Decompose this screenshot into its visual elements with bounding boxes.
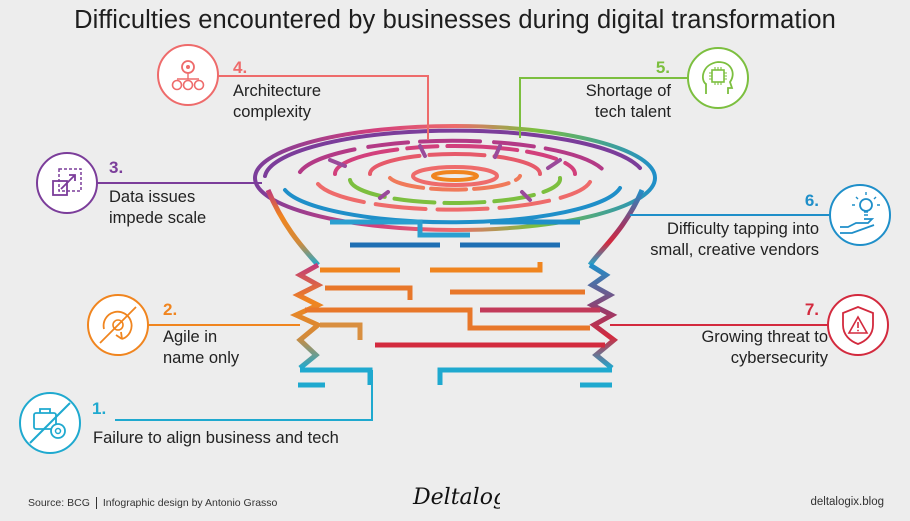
maze-rings xyxy=(253,124,657,232)
connector-1 xyxy=(115,370,373,421)
item-7-number: 7. xyxy=(804,300,819,319)
item-5-label-line2: tech talent xyxy=(594,103,671,121)
item-3-label-line2: impede scale xyxy=(109,209,207,227)
item-4-label-line2: complexity xyxy=(233,103,311,121)
logo-text: DeltalogiX xyxy=(412,485,500,510)
scale-arrow-icon xyxy=(36,152,98,214)
page-title: Difficulties encountered by businesses d… xyxy=(74,6,836,34)
head-chip-icon xyxy=(687,47,749,109)
footer-separator xyxy=(95,497,97,510)
item-3-number: 3. xyxy=(109,158,124,177)
item-5-number: 5. xyxy=(655,58,670,77)
item-1-number: 1. xyxy=(92,399,107,418)
item-6-label-line2: small, creative vendors xyxy=(650,241,819,259)
item-2-label-line2: name only xyxy=(163,349,240,367)
shield-warning-icon xyxy=(827,294,889,356)
item-6-number: 6. xyxy=(804,191,819,210)
hand-bulb-icon xyxy=(829,184,891,246)
item-2-number: 2. xyxy=(163,300,178,319)
footer-website[interactable]: deltalogix.blog xyxy=(810,496,884,508)
item-7-label-line2: cybersecurity xyxy=(730,349,828,367)
item-3-label-line1: Data issues xyxy=(109,188,196,206)
item-4-number: 4. xyxy=(233,58,248,77)
maze-stem xyxy=(265,189,645,388)
connector-4 xyxy=(205,75,429,140)
item-1-label: Failure to align business and tech xyxy=(93,429,339,447)
connector-5 xyxy=(519,77,690,138)
deltalogix-logo: DeltalogiX xyxy=(412,485,500,510)
item-5-label-line1: Shortage of xyxy=(585,82,671,100)
footer-source: Source: BCG xyxy=(28,497,90,509)
item-7-label-line1: Growing threat to xyxy=(701,328,828,346)
architecture-gears-icon xyxy=(157,44,219,106)
item-4-label-line1: Architecture xyxy=(233,82,322,100)
item-6-label-line1: Difficulty tapping into xyxy=(667,220,819,238)
briefcase-gear-icon xyxy=(19,392,81,454)
item-2-label-line1: Agile in xyxy=(163,328,218,346)
footer-design-credit: Infographic design by Antonio Grasso xyxy=(102,497,278,509)
agile-cycle-icon xyxy=(87,294,149,356)
footer-credits: Source: BCG Infographic design by Antonio… xyxy=(28,497,278,510)
